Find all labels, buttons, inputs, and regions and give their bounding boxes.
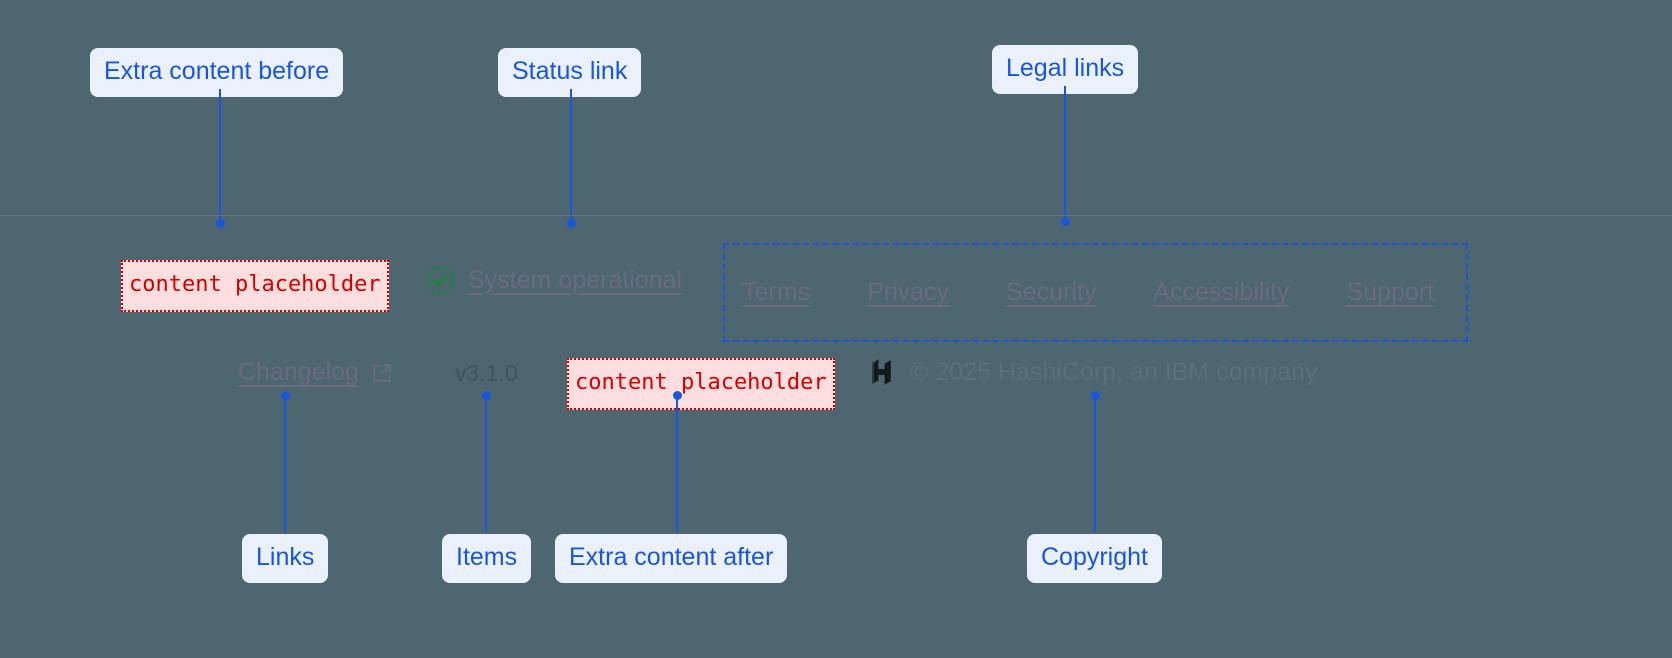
callout-line-extra-content-after: [676, 396, 678, 532]
callout-label-links: Links: [242, 534, 329, 583]
footer-primary-row: content placeholder System operational T…: [0, 238, 1672, 342]
callout-label-status-link: Status link: [498, 48, 642, 97]
copyright-block: © 2025 HashiCorp, an IBM company: [868, 357, 1318, 387]
version-item: v3.1.0: [455, 360, 518, 386]
legal-link-accessibility[interactable]: Accessibility: [1153, 278, 1290, 306]
footer: content placeholder System operational T…: [0, 215, 1672, 505]
changelog-label: Changelog: [238, 358, 359, 386]
status-label: System operational: [468, 265, 683, 294]
hashicorp-logo: [868, 357, 895, 387]
callout-dot-extra-content-before: [216, 219, 225, 228]
callout-dot-links: [281, 391, 290, 400]
callout-label-legal-links: Legal links: [992, 45, 1139, 94]
footer-secondary-row: Changelog v3.1.0 content placeholder © 2…: [0, 336, 1672, 410]
callout-line-legal-links: [1064, 86, 1066, 221]
callout-dot-legal-links: [1061, 217, 1070, 226]
callout-line-links: [284, 396, 286, 532]
callout-line-items: [485, 396, 487, 532]
callout-line-status-link: [570, 89, 572, 221]
callout-label-copyright: Copyright: [1027, 534, 1162, 583]
callout-dot-copyright: [1091, 391, 1100, 400]
callout-dot-extra-content-after: [673, 391, 682, 400]
slot-extra-content-after: content placeholder: [567, 358, 835, 410]
callout-label-items: Items: [442, 534, 532, 583]
callout-line-extra-content-before: [219, 89, 221, 221]
callout-label-extra-content-before: Extra content before: [90, 48, 344, 97]
legal-link-privacy[interactable]: Privacy: [867, 278, 950, 306]
callout-label-extra-content-after: Extra content after: [555, 534, 788, 583]
copyright-text: © 2025 HashiCorp, an IBM company: [910, 357, 1318, 386]
callout-dot-status-link: [567, 219, 576, 228]
slot-extra-content-before: content placeholder: [121, 260, 389, 312]
callout-dot-items: [482, 391, 491, 400]
circle-check-icon: [425, 265, 455, 295]
external-link-icon: [371, 362, 393, 384]
legal-links-group: Terms Privacy Security Accessibility Sup…: [723, 243, 1468, 342]
legal-link-security[interactable]: Security: [1006, 278, 1097, 306]
status-link[interactable]: System operational: [425, 265, 682, 295]
legal-link-support[interactable]: Support: [1346, 278, 1435, 306]
callout-line-copyright: [1094, 396, 1096, 532]
changelog-link[interactable]: Changelog: [238, 358, 393, 387]
legal-link-terms[interactable]: Terms: [742, 278, 811, 306]
